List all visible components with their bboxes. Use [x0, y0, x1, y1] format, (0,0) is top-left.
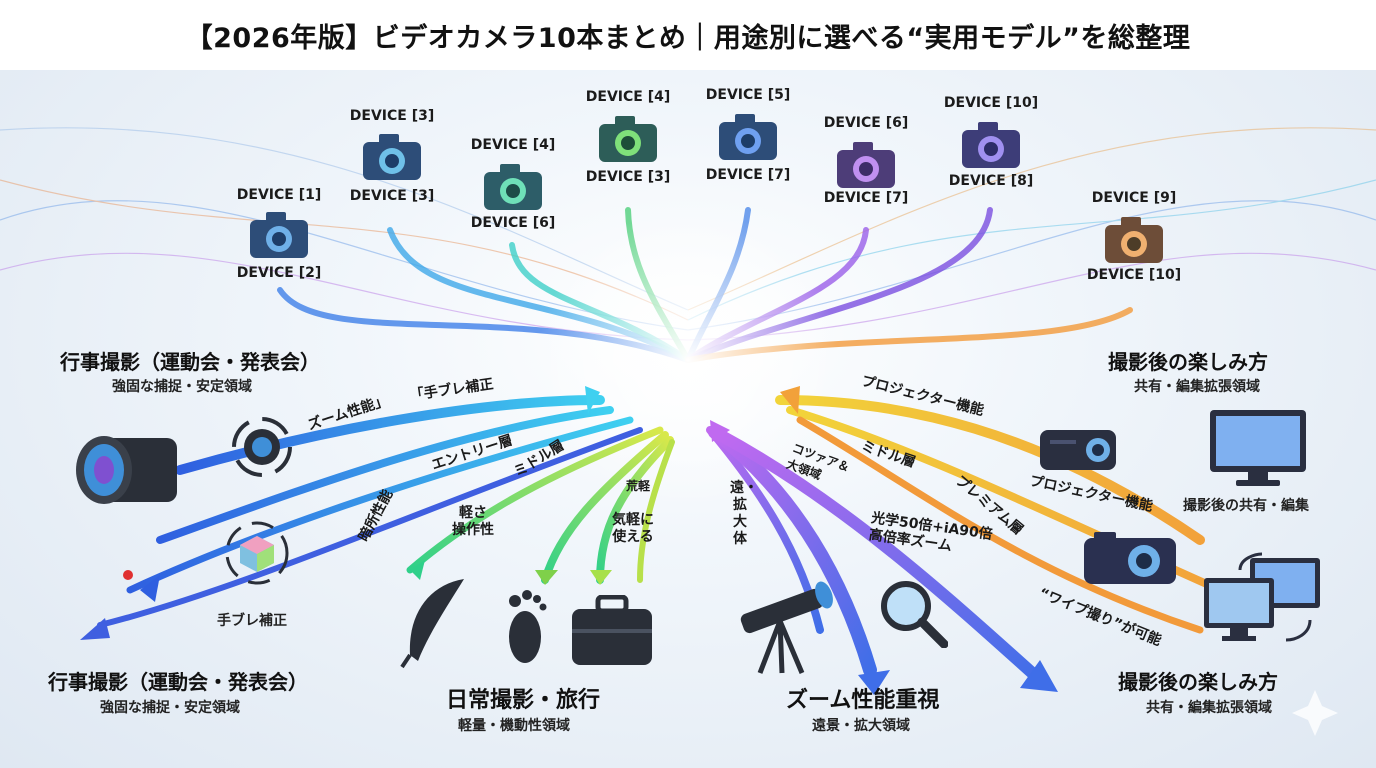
- device-label: DEVICE [9]: [1091, 190, 1177, 206]
- device-label: DEVICE [7]: [823, 190, 909, 206]
- device-label: DEVICE [3]: [585, 169, 671, 185]
- camera-icon: [599, 116, 657, 162]
- device-label: DEVICE [4]: [585, 89, 671, 105]
- lightness-label: 軽さ 操作性: [452, 505, 494, 538]
- device-label: DEVICE [3]: [349, 108, 435, 124]
- cube-icon: [225, 521, 289, 585]
- camcorder-icon: [1084, 532, 1176, 584]
- camera-icon: [363, 134, 421, 180]
- diagram-canvas: DEVICE [1] DEVICE [2] DEVICE [3] DEVICE …: [0, 70, 1376, 768]
- after-title-bottom: 撮影後の楽しみ方: [1118, 670, 1278, 694]
- device-label: DEVICE [5]: [705, 87, 791, 103]
- title-bar: 【2026年版】ビデオカメラ10本まとめ｜用途別に選べる“実用モデル”を総整理: [0, 0, 1376, 70]
- stabilization-lens-icon: [232, 417, 292, 477]
- device-label: DEVICE [4]: [470, 137, 556, 153]
- device-label: DEVICE [6]: [823, 115, 909, 131]
- after-title-top: 撮影後の楽しみ方: [1108, 350, 1268, 374]
- device-label: DEVICE [8]: [948, 173, 1034, 189]
- dual-monitor-icon: [1204, 552, 1320, 642]
- camera-icon: [484, 164, 542, 210]
- casual-small-label: 荒軽: [626, 479, 651, 493]
- casual-use-label: 気軽に 使える: [612, 512, 654, 545]
- far-zoom-label: 遠・拡大体: [730, 480, 758, 547]
- sparkle-icon: [1292, 690, 1338, 736]
- telescope-icon: [740, 581, 833, 674]
- events-subtitle-top: 強固な捕捉・安定領域: [112, 379, 252, 395]
- zoom-title: ズーム性能重視: [786, 688, 940, 713]
- projector-icon: [1040, 430, 1116, 470]
- magnifier-icon: [881, 581, 948, 648]
- events-subtitle-bottom: 強固な捕捉・安定領域: [100, 700, 240, 716]
- device-label: DEVICE [2]: [236, 265, 322, 281]
- events-title-top: 行事撮影（運動会・発表会）: [60, 350, 320, 374]
- camera-icon: [837, 142, 895, 188]
- device-label: DEVICE [7]: [705, 167, 791, 183]
- device-label: DEVICE [3]: [349, 188, 435, 204]
- camera-icon: [962, 122, 1020, 168]
- lens-icon: [76, 436, 177, 504]
- after-subtitle-top: 共有・編集拡張領域: [1134, 379, 1260, 395]
- device-label: DEVICE [10]: [943, 95, 1039, 111]
- events-title-bottom: 行事撮影（運動会・発表会）: [48, 670, 308, 694]
- stabilization-icon-label: 手ブレ補正: [217, 613, 287, 629]
- monitor-icon: [1210, 410, 1306, 486]
- footprint-icon: [509, 590, 547, 663]
- device-label: DEVICE [10]: [1086, 267, 1182, 283]
- camera-icon: [1105, 217, 1163, 263]
- after-subtitle-bottom: 共有・編集拡張領域: [1146, 700, 1272, 716]
- daily-arrows: [406, 426, 675, 585]
- center-glow: [538, 210, 838, 510]
- briefcase-icon: [572, 595, 652, 665]
- camera-icon: [719, 114, 777, 160]
- background-web: [0, 127, 1376, 341]
- flow-graphic: [0, 127, 1376, 736]
- device-label: DEVICE [6]: [470, 215, 556, 231]
- page-title: 【2026年版】ビデオカメラ10本まとめ｜用途別に選べる“実用モデル”を総整理: [185, 22, 1191, 54]
- share-edit-label: 撮影後の共有・編集: [1183, 498, 1309, 514]
- daily-title: 日常撮影・旅行: [446, 688, 601, 713]
- daily-subtitle: 軽量・機動性領域: [458, 718, 570, 734]
- device-label: DEVICE [1]: [236, 187, 322, 203]
- feather-icon: [400, 579, 464, 669]
- accent-dot: [123, 570, 133, 580]
- events-arrows: [80, 386, 643, 640]
- zoom-subtitle: 遠景・拡大領域: [812, 718, 910, 734]
- camera-icon: [250, 212, 308, 258]
